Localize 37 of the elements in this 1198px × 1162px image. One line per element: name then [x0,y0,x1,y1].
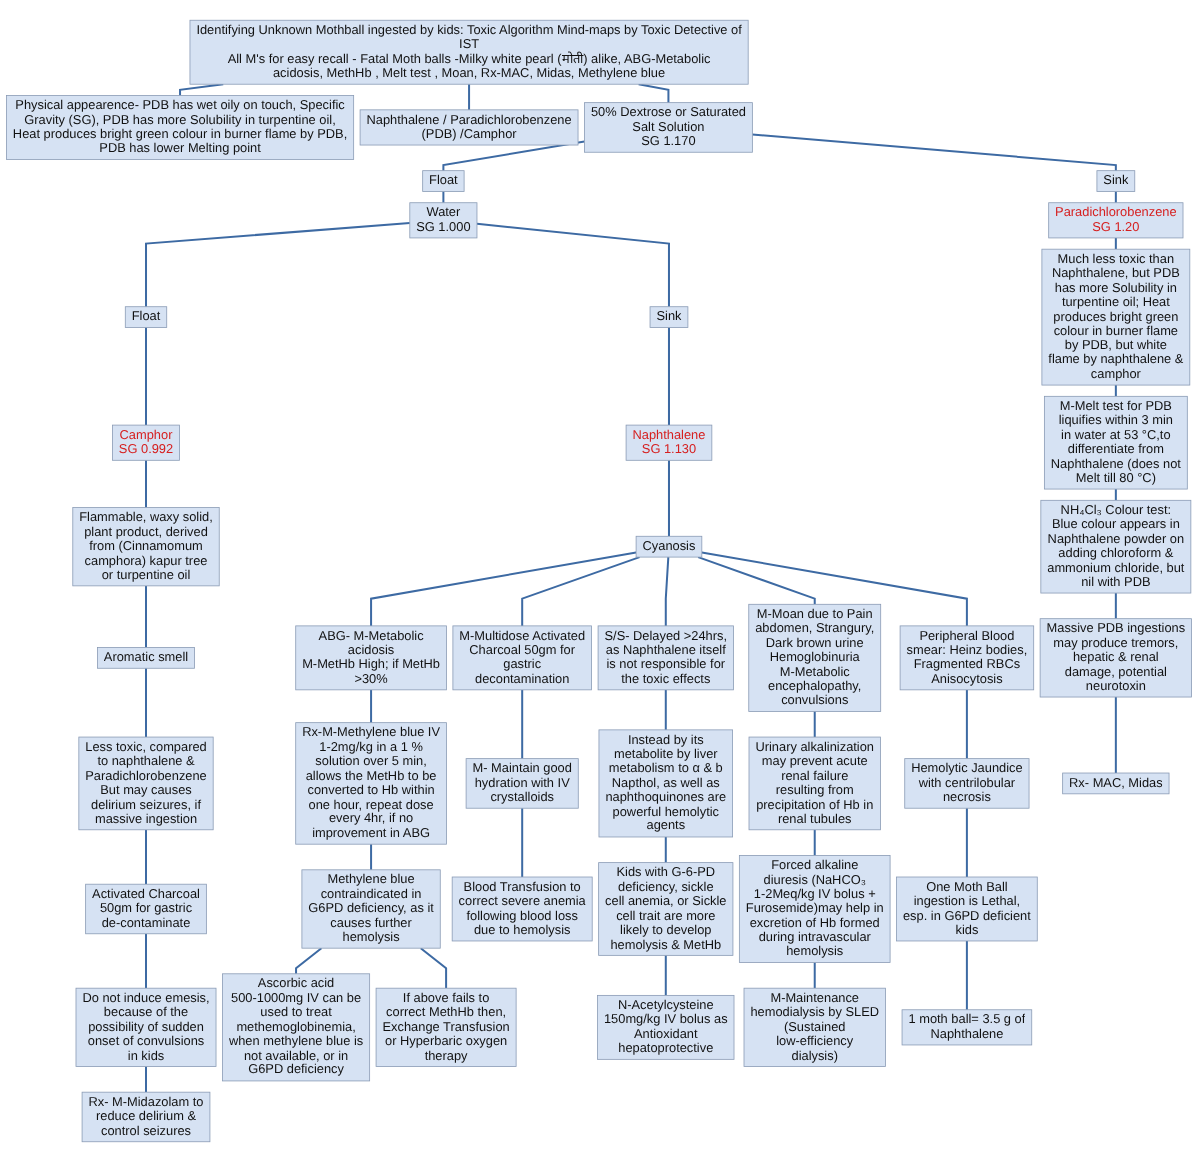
connector [145,327,147,426]
connector [145,668,147,738]
connector [813,829,816,856]
connector [295,947,323,974]
connector [965,808,968,877]
connector [442,140,585,171]
connector [145,460,147,508]
connector [667,327,670,426]
connector [145,829,147,885]
connector [145,221,410,307]
connector [370,689,373,723]
connector [420,947,448,989]
connector [1114,593,1117,619]
connector [1114,697,1117,773]
connector [701,551,968,626]
connector [664,557,670,626]
connector [664,955,667,996]
connector [638,83,670,103]
connector [521,808,524,877]
connector [145,585,147,648]
connector [370,844,373,870]
connector [813,962,816,989]
connector [664,837,667,863]
connector [476,222,670,307]
connector [664,689,667,730]
connector [370,551,637,626]
connector [521,689,524,759]
connector [667,460,670,537]
connector [813,711,816,738]
connector [697,556,816,605]
connector [521,556,640,626]
connector [752,133,1117,171]
connector [468,84,471,110]
connector [965,689,968,759]
connector [145,1066,147,1093]
connector [965,941,968,1010]
connector [145,933,147,989]
